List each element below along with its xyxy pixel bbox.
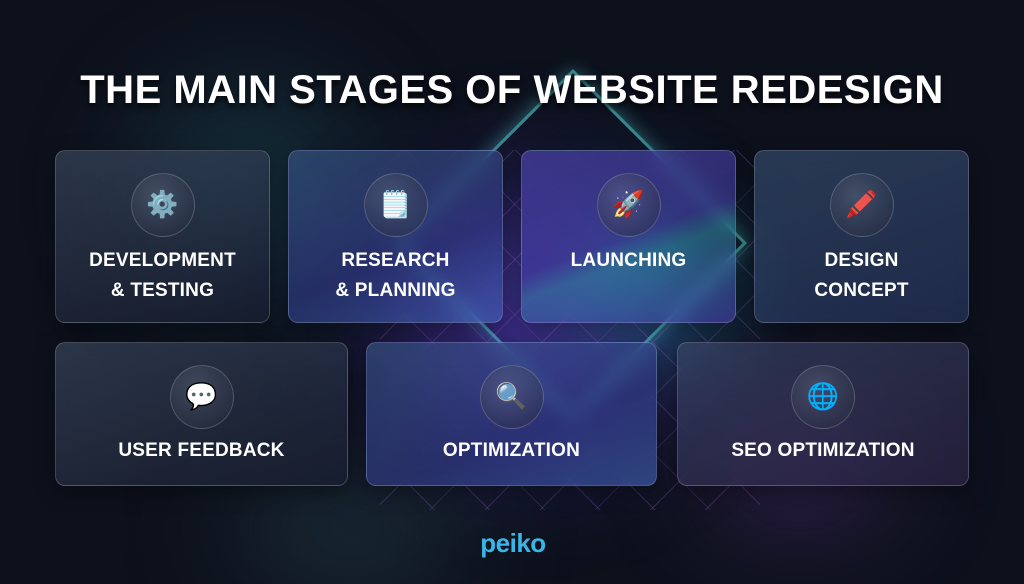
stage-label: SEO OPTIMIZATION	[731, 440, 915, 461]
stage-card-launching: 🚀 LAUNCHING	[521, 150, 736, 323]
stage-card-research-planning: 🗒️ RESEARCH & PLANNING	[288, 150, 503, 323]
stage-label: LAUNCHING	[570, 250, 687, 271]
peiko-logo: peiko	[480, 528, 546, 558]
rocket-icon: 🚀	[596, 173, 661, 237]
stage-label: DESIGN CONCEPT	[814, 250, 909, 301]
globe-icon: 🌐	[791, 365, 855, 429]
magnifier-icon: 🔍	[479, 365, 544, 429]
stage-label: USER FEEDBACK	[118, 440, 285, 461]
stage-label: RESEARCH & PLANNING	[335, 250, 456, 301]
page-title: THE MAIN STAGES OF WEBSITE REDESIGN	[80, 68, 944, 112]
stage-card-user-feedback: 💬 USER FEEDBACK	[55, 342, 348, 486]
stage-card-development-testing: ⚙️ DEVELOPMENT & TESTING	[55, 150, 270, 323]
crayon-icon: 🖍️	[829, 173, 894, 237]
stage-card-optimization: 🔍 OPTIMIZATION	[366, 342, 657, 486]
notepad-icon: 🗒️	[363, 173, 428, 237]
speech-bubble-icon: 💬	[169, 365, 234, 429]
stage-card-design-concept: 🖍️ DESIGN CONCEPT	[754, 150, 969, 323]
stage-card-seo-optimization: 🌐 SEO OPTIMIZATION	[677, 342, 969, 486]
gear-icon: ⚙️	[130, 173, 195, 237]
stage-label: OPTIMIZATION	[442, 440, 581, 461]
stage-label: DEVELOPMENT & TESTING	[89, 250, 236, 301]
